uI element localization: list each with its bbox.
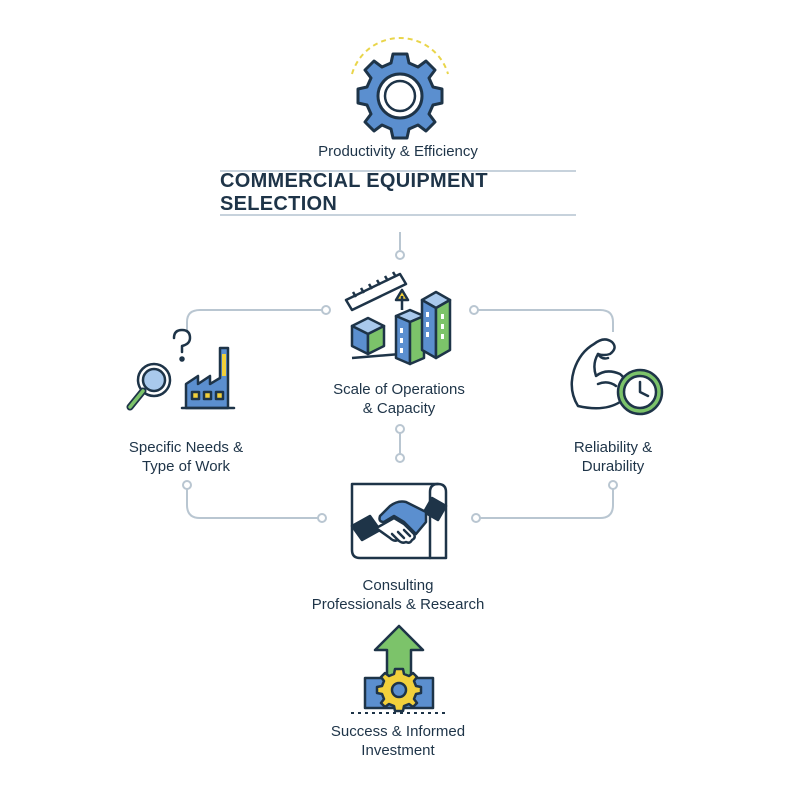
connector-node — [395, 424, 405, 434]
productivity-label: Productivity & Efficiency — [318, 143, 478, 160]
magnifier-factory-icon — [126, 328, 236, 411]
muscle-clock-icon — [570, 338, 664, 416]
gear-icon — [351, 37, 449, 140]
reliability-label: Reliability & Durability — [573, 439, 653, 475]
consulting-label: Consulting Professionals & Research — [311, 577, 485, 613]
connector-node — [317, 513, 327, 523]
connector-node — [321, 305, 331, 315]
scale-label: Scale of Operations & Capacity — [333, 381, 465, 417]
arrow-gear-box-icon — [351, 624, 449, 714]
connector-node — [182, 480, 192, 490]
connector-node — [471, 513, 481, 523]
handshake-blueprint-icon — [350, 482, 448, 560]
connector-node — [469, 305, 479, 315]
connector-node — [395, 250, 405, 260]
buildings-ruler-icon — [344, 271, 452, 366]
connector-node — [608, 480, 618, 490]
title-block: COMMERCIAL EQUIPMENT SELECTION — [220, 170, 576, 216]
connector-node — [395, 453, 405, 463]
success-label: Success & Informed Investment — [330, 723, 466, 759]
page-title: COMMERCIAL EQUIPMENT SELECTION — [220, 170, 488, 215]
needs-label: Specific Needs & Type of Work — [128, 439, 244, 475]
